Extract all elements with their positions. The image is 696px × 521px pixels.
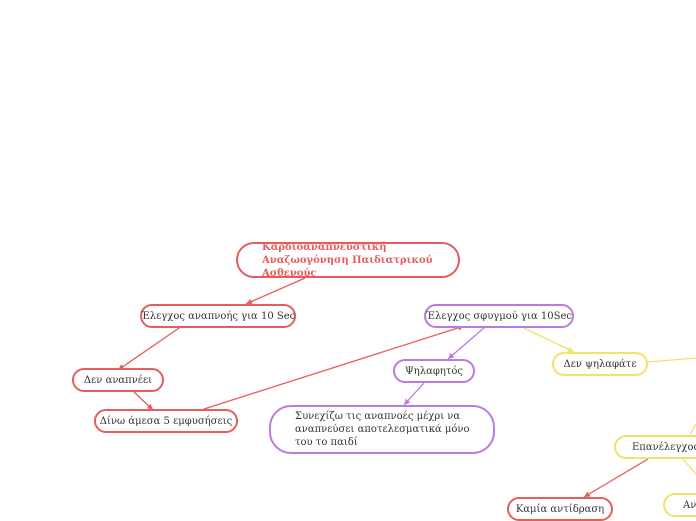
connector-notpalpable-offscreen [647, 357, 696, 363]
node-partial[interactable]: Ανά [663, 493, 696, 517]
connector-recheck-partial [681, 457, 696, 475]
node-recheck-label: Επανέλεγχος ζω [632, 441, 696, 453]
node-pulse-check[interactable]: Έλεγχος σφυγμού για 10Sec [424, 304, 574, 328]
node-continue-breaths-label: Συνεχίζω τις αναπνοές μέχρι να αναπνεύσε… [295, 411, 470, 448]
connector-offscreen-recheck [689, 423, 696, 435]
root-node-label: Καρδιοαναπνευστική Αναζωογόνηση Παιδιατρ… [262, 241, 433, 279]
node-no-response[interactable]: Καμία αντίδραση [507, 497, 613, 521]
root-node[interactable]: Καρδιοαναπνευστική Αναζωογόνηση Παιδιατρ… [236, 241, 460, 279]
node-breath-check-label: Έλεγχος αναπνοής για 10 Sec [140, 310, 296, 322]
node-five-breaths[interactable]: Δίνω άμεσα 5 εμφυσήσεις [94, 409, 238, 433]
connector-notbreathing-fivebreaths [132, 390, 154, 411]
node-continue-breaths[interactable]: Συνεχίζω τις αναπνοές μέχρι να αναπνεύσε… [269, 405, 495, 454]
node-palpable[interactable]: Ψηλαφητός [393, 359, 475, 383]
node-partial-label: Ανά [683, 499, 696, 511]
node-not-breathing-label: Δεν αναπνέει [83, 374, 153, 386]
node-palpable-label: Ψηλαφητός [405, 365, 463, 377]
connector-recheck-noresponse [583, 458, 649, 498]
connector-pulse-notpalpable [523, 327, 575, 353]
node-recheck[interactable]: Επανέλεγχος ζω [614, 435, 696, 459]
node-pulse-check-label: Έλεγχος σφυγμού για 10Sec [426, 310, 572, 322]
connector-root-breath [245, 277, 306, 305]
node-five-breaths-label: Δίνω άμεσα 5 εμφυσήσεις [99, 415, 233, 427]
node-no-response-label: Καμία αντίδραση [515, 503, 605, 515]
node-not-palpable[interactable]: Δεν ψηλαφάτε [552, 352, 648, 376]
node-not-breathing[interactable]: Δεν αναπνέει [72, 368, 164, 392]
connector-breath-notbreathing [117, 325, 183, 371]
node-not-palpable-label: Δεν ψηλαφάτε [563, 358, 637, 370]
connector-palpable-continue [403, 382, 425, 406]
connector-fivebreaths-pulse [203, 324, 465, 410]
connector-pulse-palpable [447, 326, 486, 360]
node-breath-check[interactable]: Έλεγχος αναπνοής για 10 Sec [140, 304, 296, 328]
